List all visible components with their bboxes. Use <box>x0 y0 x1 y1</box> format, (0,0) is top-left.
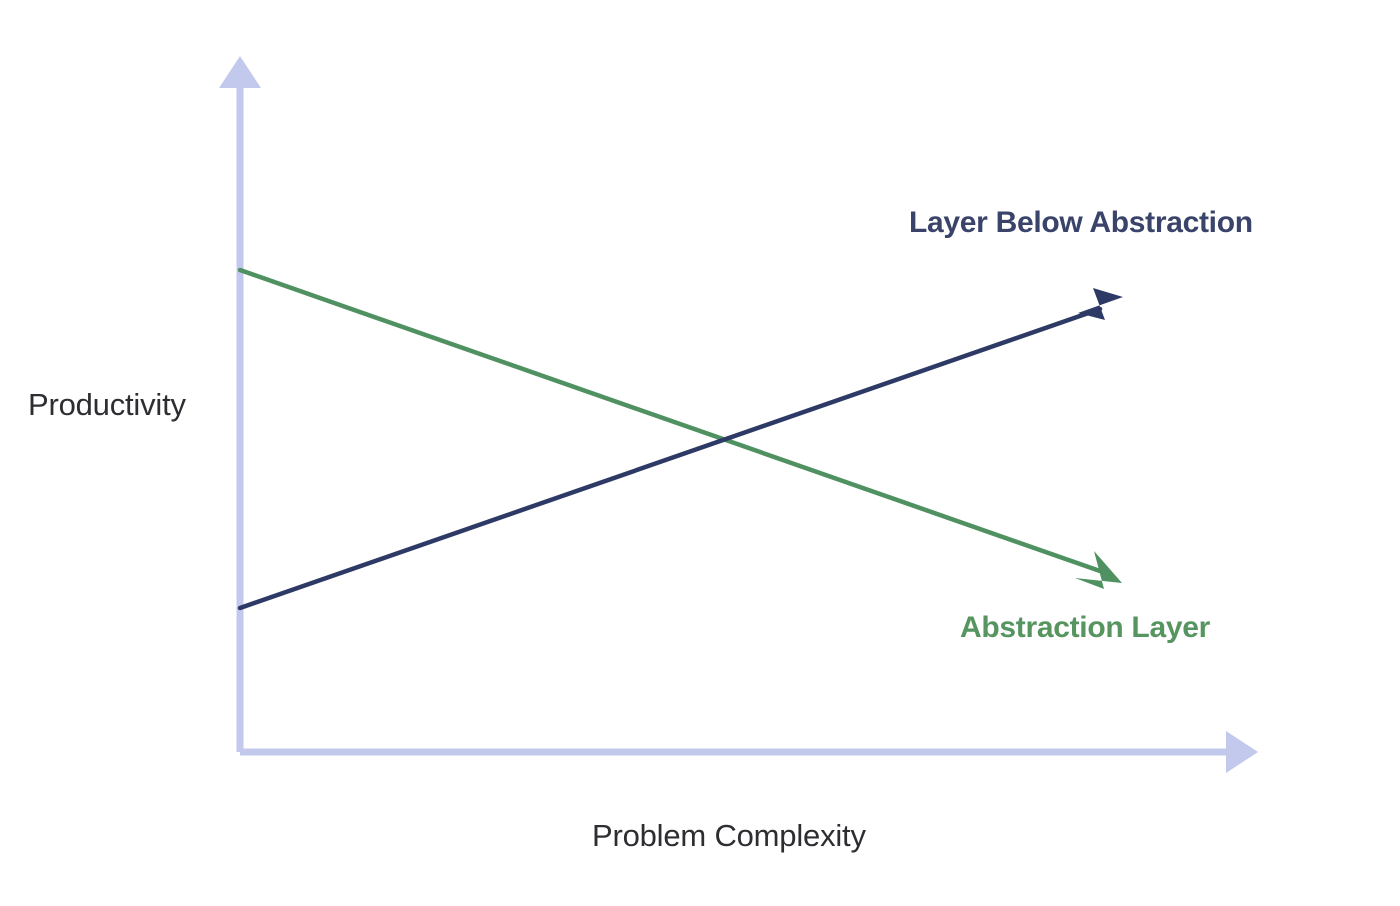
series-line-abstraction-layer <box>237 267 1103 574</box>
series-label-layer-below-abstraction: Layer Below Abstraction <box>909 206 1253 239</box>
arrowhead-down-right-icon <box>1075 551 1122 589</box>
arrow-up-icon <box>219 56 261 88</box>
arrowhead-up-right-icon <box>1078 288 1123 320</box>
series-label-abstraction-layer: Abstraction Layer <box>960 611 1210 644</box>
y-axis-label: Productivity <box>28 387 186 422</box>
x-axis-label: Problem Complexity <box>592 818 866 853</box>
arrow-right-icon <box>1226 731 1258 773</box>
series-line-layer-below-abstraction <box>237 306 1103 611</box>
